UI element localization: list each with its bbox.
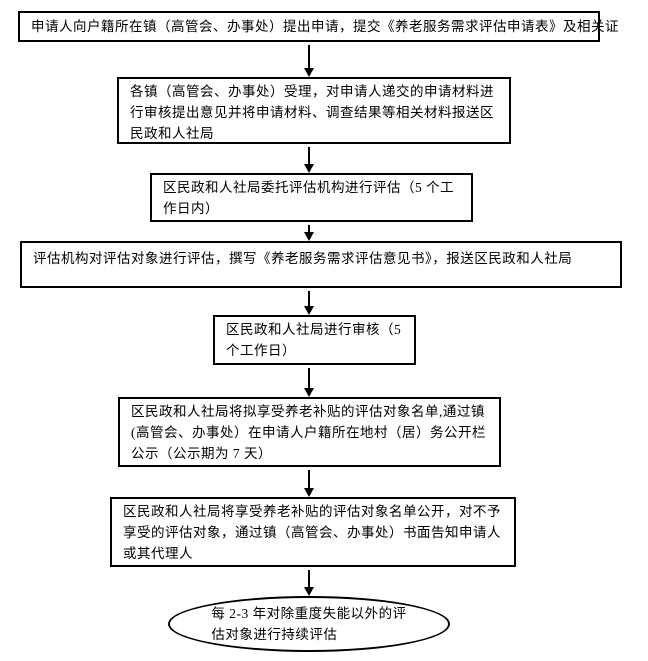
arrow-down-connector-4 — [304, 291, 314, 315]
flow-node-bureau-review: 区民政和人社局进行审核（5 个工作日） — [213, 315, 416, 365]
arrow-down-connector-3 — [304, 225, 314, 241]
arrow-down-connector-7 — [304, 570, 314, 596]
flow-node-result-notification: 区民政和人社局将享受养老补贴的评估对象名单公开，对不予享受的评估对象，通过镇（高… — [110, 497, 516, 567]
continuous-assessment-label: 每 2-3 年对除重度失能以外的评 估对象进行持续评估 — [211, 606, 407, 642]
flow-node-continuous-assessment: 每 2-3 年对除重度失能以外的评 估对象进行持续评估 — [168, 596, 450, 652]
flow-node-agency-assessment: 评估机构对评估对象进行评估，撰写《养老服务需求评估意见书》，报送区民政和人社局 — [20, 241, 622, 288]
flow-node-application-submission: 申请人向户籍所在镇（高管会、办事处）提出申请，提交《养老服务需求评估申请表》及相… — [18, 11, 619, 42]
arrow-down-connector-2 — [304, 147, 314, 173]
flow-node-bureau-entrust-assessment: 区民政和人社局委托评估机构进行评估（5 个工作日内） — [150, 173, 473, 222]
arrow-down-connector-5 — [304, 368, 314, 397]
flow-node-publicity-list: 区民政和人社局将拟享受养老补贴的评估对象名单,通过镇(高管会、办事处）在申请人户… — [118, 397, 501, 467]
arrow-down-connector-1 — [304, 45, 314, 77]
arrow-down-connector-6 — [304, 470, 314, 497]
flow-node-town-acceptance-review: 各镇（高管会、办事处）受理，对申请人递交的申请材料进行审核提出意见并将申请材料、… — [117, 77, 511, 144]
